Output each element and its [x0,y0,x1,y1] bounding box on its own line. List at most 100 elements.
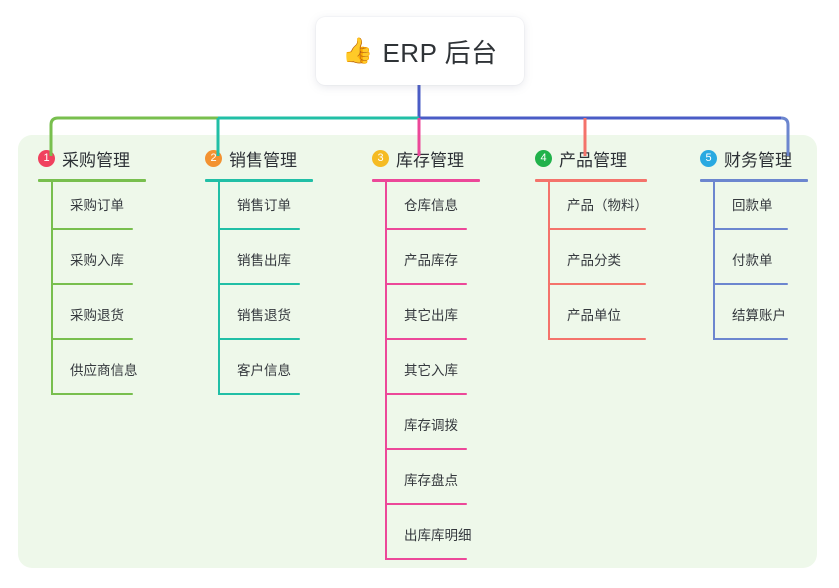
leaf-rule [385,558,467,560]
leaf-label: 销售出库 [237,253,291,268]
leaf-spine-5 [713,182,715,340]
diagram-panel [18,135,817,568]
leaf-spine-3 [385,182,387,560]
column-rule-5 [700,179,808,182]
leaf-rule [385,338,467,340]
leaf-rule [385,448,467,450]
leaf-label: 回款单 [732,198,773,213]
column-title-5: 财务管理 [724,150,792,170]
column-4: 4 产品管理产品（物料） 产品分类产品单位 [535,146,685,347]
list-item[interactable]: 结算账户 [700,292,830,347]
leaf-rule [51,228,133,230]
column-title-2: 销售管理 [229,150,297,170]
list-item[interactable]: 产品（物料） [535,182,685,237]
list-item[interactable]: 销售订单 [205,182,355,237]
leaf-rule [713,228,788,230]
root-title: ERP 后台 [382,37,498,68]
leaf-label: 产品单位 [567,308,621,323]
leaf-rule [218,228,300,230]
list-item[interactable]: 销售退货 [205,292,355,347]
leaf-list-3: 仓库信息产品库存其它出库其它入库库存调拨库存盘点出库库明细 [372,182,522,567]
leaf-rule [548,228,646,230]
leaf-rule [218,338,300,340]
list-item[interactable]: 其它出库 [372,292,522,347]
leaf-rule [51,393,133,395]
list-item[interactable]: 采购入库 [38,237,188,292]
leaf-spine-2 [218,182,220,395]
column-badge-5: 5 [700,149,717,167]
list-item[interactable]: 出库库明细 [372,512,522,567]
leaf-spine-4 [548,182,550,340]
leaf-spine-1 [51,182,53,395]
leaf-label: 销售订单 [237,198,291,213]
list-item[interactable]: 其它入库 [372,347,522,402]
column-badge-4: 4 [535,149,552,167]
column-title-4: 产品管理 [559,150,627,170]
leaf-list-5: 回款单付款单结算账户 [700,182,830,347]
leaf-label: 其它入库 [404,363,458,378]
list-item[interactable]: 仓库信息 [372,182,522,237]
leaf-label: 采购退货 [70,308,124,323]
leaf-rule [218,393,300,395]
leaf-label: 采购订单 [70,198,124,213]
root-node[interactable]: 👍 ERP 后台 [316,17,524,85]
column-badge-3: 3 [372,149,389,167]
column-header-5[interactable]: 5 财务管理 [700,146,830,170]
leaf-rule [385,228,467,230]
leaf-label: 出库库明细 [404,528,472,543]
leaf-label: 仓库信息 [404,198,458,213]
list-item[interactable]: 产品库存 [372,237,522,292]
leaf-list-2: 销售订单销售出库销售退货客户信息 [205,182,355,402]
leaf-label: 销售退货 [237,308,291,323]
leaf-label: 其它出库 [404,308,458,323]
list-item[interactable]: 采购退货 [38,292,188,347]
leaf-list-1: 采购订单采购入库采购退货供应商信息 [38,182,188,402]
list-item[interactable]: 销售出库 [205,237,355,292]
leaf-rule [385,283,467,285]
leaf-rule [51,283,133,285]
leaf-label: 库存盘点 [404,473,458,488]
column-header-3[interactable]: 3 库存管理 [372,146,522,170]
leaf-label: 库存调拨 [404,418,458,433]
leaf-rule [51,338,133,340]
column-3: 3 库存管理仓库信息产品库存其它出库其它入库库存调拨库存盘点出库库明细 [372,146,522,567]
leaf-rule [218,283,300,285]
leaf-label: 付款单 [732,253,773,268]
list-item[interactable]: 付款单 [700,237,830,292]
leaf-rule [385,503,467,505]
column-rule-1 [38,179,146,182]
leaf-label: 结算账户 [732,308,786,323]
leaf-rule [548,283,646,285]
leaf-list-4: 产品（物料） 产品分类产品单位 [535,182,685,347]
leaf-label: 产品分类 [567,253,621,268]
column-rule-2 [205,179,313,182]
list-item[interactable]: 回款单 [700,182,830,237]
list-item[interactable]: 产品单位 [535,292,685,347]
column-5: 5 财务管理回款单付款单结算账户 [700,146,830,347]
leaf-rule [385,393,467,395]
column-header-4[interactable]: 4 产品管理 [535,146,685,170]
leaf-rule [548,338,646,340]
list-item[interactable]: 产品分类 [535,237,685,292]
leaf-label: 客户信息 [237,363,291,378]
leaf-rule [713,338,788,340]
column-rule-4 [535,179,647,182]
leaf-rule [713,283,788,285]
list-item[interactable]: 库存盘点 [372,457,522,512]
list-item[interactable]: 库存调拨 [372,402,522,457]
thumbs-up-icon: 👍 [342,36,374,65]
list-item[interactable]: 客户信息 [205,347,355,402]
leaf-label: 供应商信息 [70,363,138,378]
column-title-3: 库存管理 [396,150,464,170]
list-item[interactable]: 供应商信息 [38,347,188,402]
leaf-label: 产品库存 [404,253,458,268]
list-item[interactable]: 采购订单 [38,182,188,237]
column-title-1: 采购管理 [62,150,130,170]
column-rule-3 [372,179,480,182]
leaf-label: 产品（物料） [567,198,648,213]
